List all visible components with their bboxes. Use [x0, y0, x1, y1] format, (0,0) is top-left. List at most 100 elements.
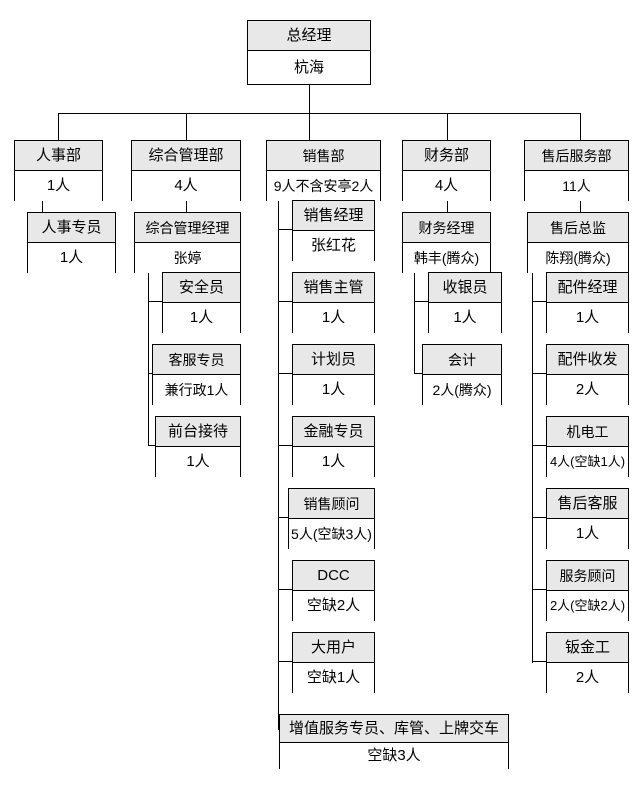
node-subtitle: 空缺3人 — [280, 743, 508, 769]
node-title: 计划员 — [293, 345, 374, 375]
node-hr-department[interactable]: 人事部 1人 — [14, 140, 103, 201]
node-sales-department[interactable]: 销售部 9人不含安亭2人 — [266, 140, 381, 201]
connector-aftersales-to-parts-clerk — [532, 373, 546, 374]
connector-sales-to-consultant — [278, 517, 292, 518]
connector-root-bus — [58, 113, 581, 114]
connector-finance-spine — [414, 273, 415, 373]
node-key-account[interactable]: 大用户 空缺1人 — [292, 632, 375, 693]
node-title: 财务部 — [403, 141, 490, 171]
connector-aftersales-stem — [580, 201, 581, 213]
node-planner[interactable]: 计划员 1人 — [292, 344, 375, 405]
node-title: 人事专员 — [28, 213, 115, 243]
node-front-desk[interactable]: 前台接待 1人 — [155, 416, 241, 477]
node-subtitle: 1人 — [15, 171, 102, 201]
node-subtitle: 空缺2人 — [293, 591, 374, 621]
node-title: 收银员 — [429, 273, 501, 303]
node-safety-officer[interactable]: 安全员 1人 — [162, 272, 241, 333]
node-title: 销售部 — [267, 141, 380, 171]
node-subtitle: 1人 — [547, 303, 628, 333]
node-parts-clerk[interactable]: 配件收发 2人 — [546, 344, 629, 405]
node-sales-manager[interactable]: 销售经理 张红花 — [292, 200, 375, 261]
node-subtitle: 兼行政1人 — [153, 375, 240, 405]
node-subtitle: 11人 — [525, 171, 628, 201]
node-title: 销售顾问 — [289, 489, 374, 519]
node-title: 配件经理 — [547, 273, 628, 303]
connector-bus-to-hr — [58, 113, 59, 141]
node-title: 大用户 — [293, 633, 374, 663]
node-subtitle: 1人 — [28, 243, 115, 273]
node-title: DCC — [293, 561, 374, 591]
connector-aftersales-to-mechanic — [532, 445, 546, 446]
node-aftersales-customer-service[interactable]: 售后客服 1人 — [546, 488, 629, 549]
node-subtitle: 1人 — [156, 447, 240, 477]
node-subtitle: 张婷 — [135, 243, 240, 273]
node-subtitle: 1人 — [429, 303, 501, 333]
node-title: 售后客服 — [547, 489, 628, 519]
connector-sales-to-planner — [278, 373, 292, 374]
node-sales-consultant[interactable]: 销售顾问 5人(空缺3人) — [288, 488, 375, 549]
node-cashier[interactable]: 收银员 1人 — [428, 272, 502, 333]
node-title: 服务顾问 — [547, 561, 628, 591]
connector-bus-to-sales — [309, 113, 310, 141]
node-subtitle: 4人 — [132, 171, 240, 201]
node-hr-specialist[interactable]: 人事专员 1人 — [27, 212, 116, 273]
node-value-added-services[interactable]: 增值服务专员、库管、上牌交车 空缺3人 — [279, 714, 509, 769]
connector-aftersales-to-advisor — [532, 589, 546, 590]
node-title: 增值服务专员、库管、上牌交车 — [280, 715, 508, 743]
node-aftersales-department[interactable]: 售后服务部 11人 — [524, 140, 629, 201]
node-subtitle: 2人 — [547, 375, 628, 405]
connector-aftersales-to-parts-manager — [532, 301, 546, 302]
node-subtitle: 2人 — [547, 663, 628, 693]
node-accountant[interactable]: 会计 2人(腾众) — [422, 344, 502, 405]
node-subtitle: 1人 — [547, 519, 628, 549]
node-finance-specialist[interactable]: 金融专员 1人 — [292, 416, 375, 477]
node-admin-manager[interactable]: 综合管理经理 张婷 — [134, 212, 241, 273]
node-subtitle: 1人 — [293, 447, 374, 477]
node-body-worker[interactable]: 钣金工 2人 — [546, 632, 629, 693]
node-title: 钣金工 — [547, 633, 628, 663]
node-subtitle: 张红花 — [293, 231, 374, 261]
connector-bus-to-admin — [186, 113, 187, 141]
node-title: 售后总监 — [528, 213, 628, 243]
node-title: 总经理 — [248, 21, 370, 51]
node-subtitle: 空缺1人 — [293, 663, 374, 693]
node-title: 安全员 — [163, 273, 240, 303]
connector-admin-stem — [186, 201, 187, 213]
connector-aftersales-spine — [532, 273, 533, 663]
connector-sales-spine — [278, 201, 279, 729]
node-subtitle: 1人 — [163, 303, 240, 333]
node-subtitle: 1人 — [293, 375, 374, 405]
connector-finance-to-accountant — [414, 373, 428, 374]
node-dcc[interactable]: DCC 空缺2人 — [292, 560, 375, 621]
connector-finance-to-cashier — [414, 301, 428, 302]
node-service-advisor[interactable]: 服务顾问 2人(空缺2人) — [546, 560, 629, 621]
node-aftersales-director[interactable]: 售后总监 陈翔(腾众) — [527, 212, 629, 273]
node-parts-manager[interactable]: 配件经理 1人 — [546, 272, 629, 333]
node-subtitle: 4人(空缺1人) — [547, 447, 628, 477]
node-title: 金融专员 — [293, 417, 374, 447]
connector-sales-to-supervisor — [278, 301, 292, 302]
node-title: 前台接待 — [156, 417, 240, 447]
node-general-manager[interactable]: 总经理 杭海 — [247, 20, 371, 85]
connector-sales-to-finance-specialist — [278, 445, 292, 446]
connector-sales-to-dcc — [278, 589, 292, 590]
connector-aftersales-to-cs — [532, 517, 546, 518]
connector-admin-spine-lower — [148, 417, 149, 446]
node-finance-department[interactable]: 财务部 4人 — [402, 140, 491, 201]
node-mechanic[interactable]: 机电工 4人(空缺1人) — [546, 416, 629, 477]
node-title: 财务经理 — [403, 213, 490, 243]
node-title: 配件收发 — [547, 345, 628, 375]
connector-bus-to-aftersales — [580, 113, 581, 141]
node-title: 机电工 — [547, 417, 628, 447]
node-title: 销售主管 — [293, 273, 374, 303]
node-finance-manager[interactable]: 财务经理 韩丰(腾众) — [402, 212, 491, 273]
node-subtitle: 4人 — [403, 171, 490, 201]
node-customer-service-specialist[interactable]: 客服专员 兼行政1人 — [152, 344, 241, 405]
node-sales-supervisor[interactable]: 销售主管 1人 — [292, 272, 375, 333]
node-subtitle: 2人(空缺2人) — [547, 591, 628, 621]
connector-sales-to-manager — [278, 229, 292, 230]
node-admin-department[interactable]: 综合管理部 4人 — [131, 140, 241, 201]
node-subtitle: 5人(空缺3人) — [289, 519, 374, 549]
node-subtitle: 9人不含安亭2人 — [267, 171, 380, 201]
